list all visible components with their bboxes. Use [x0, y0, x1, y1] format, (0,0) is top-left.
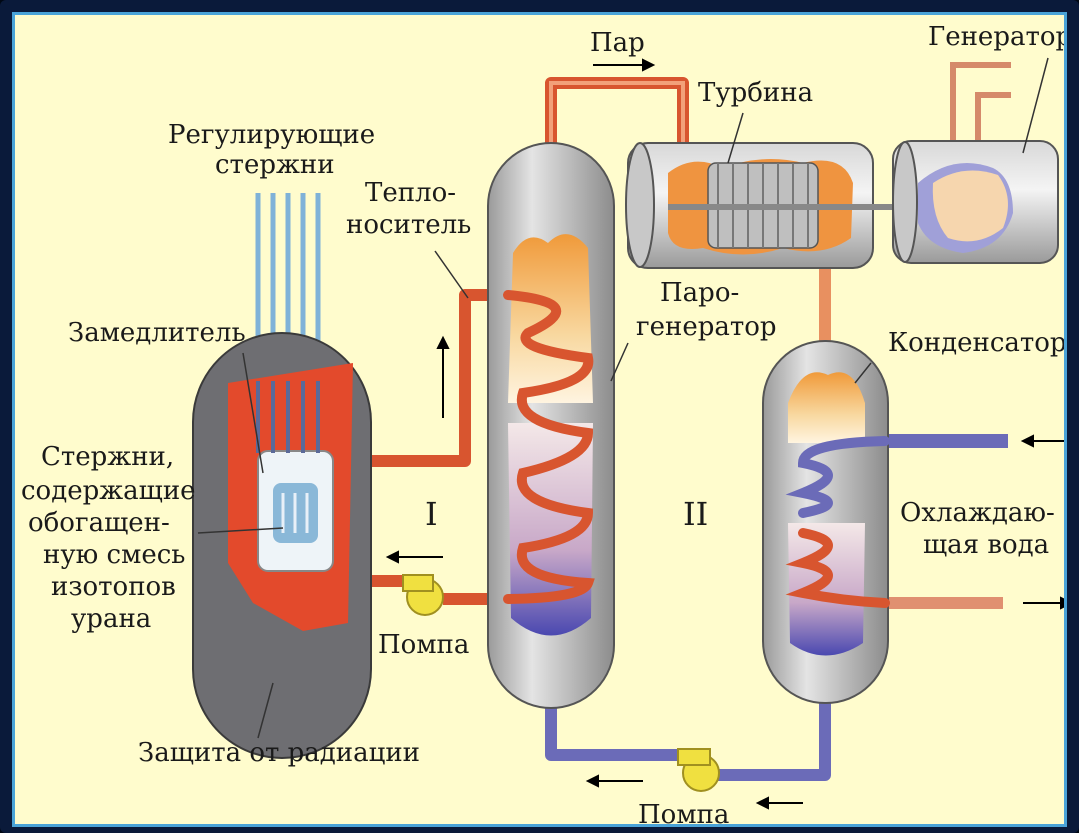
diagram-canvas: Пар Турбина Генератор Регулирующие стерж…: [12, 12, 1067, 827]
secondary-pump: [678, 749, 719, 791]
label-shield: Защита от радиации: [138, 738, 420, 768]
label-cooling-1: Охлаждаю-: [900, 498, 1055, 528]
primary-pump: [403, 575, 443, 615]
steam-pipe: [551, 83, 683, 148]
label-generator: Генератор: [928, 22, 1067, 52]
label-circuit-2: II: [683, 495, 708, 533]
label-steam-gen-1: Паро-: [660, 278, 739, 308]
label-fuel-2: содержащие: [21, 476, 196, 506]
control-rods: [258, 193, 318, 348]
label-moderator: Замедлитель: [68, 318, 246, 348]
label-coolant-1: Тепло-: [365, 178, 456, 208]
label-fuel-1: Стержни,: [41, 442, 174, 472]
generator: [893, 141, 1058, 263]
turbine: [626, 143, 923, 268]
generator-terminals: [953, 65, 1011, 141]
label-circuit-1: I: [425, 495, 438, 533]
label-fuel-6: урана: [71, 604, 151, 634]
condenser: [763, 341, 888, 703]
label-steam: Пар: [590, 28, 645, 58]
steam-generator: [488, 143, 614, 708]
label-cooling-2: щая вода: [923, 530, 1049, 560]
label-fuel-4: ную смесь: [43, 540, 185, 570]
label-pump-2: Помпа: [638, 800, 729, 827]
label-fuel-3: обогащен-: [28, 508, 170, 538]
label-steam-gen-2: генератор: [636, 312, 777, 342]
label-control-rods-2: стержни: [215, 150, 335, 180]
label-condenser: Конденсатор: [888, 328, 1067, 358]
reactor: [193, 333, 371, 758]
label-coolant-2: носитель: [346, 210, 471, 240]
label-fuel-5: изотопов: [51, 572, 176, 602]
label-turbine: Турбина: [698, 78, 813, 108]
npp-diagram: Пар Турбина Генератор Регулирующие стерж…: [15, 15, 1067, 827]
label-pump-1: Помпа: [378, 630, 469, 660]
label-control-rods-1: Регулирующие: [168, 120, 375, 150]
